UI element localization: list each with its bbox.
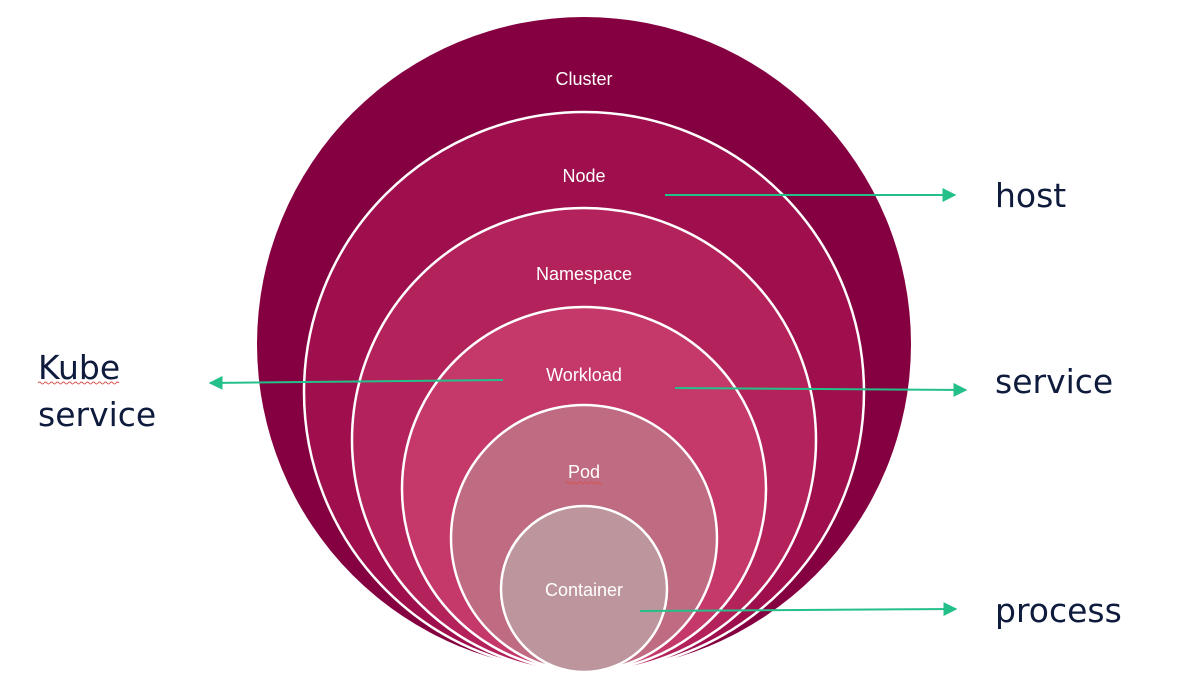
namespace-label: Namespace xyxy=(536,264,632,284)
workload-label: Workload xyxy=(546,365,622,385)
pod-spellcheck-underline xyxy=(565,481,603,485)
cluster-label: Cluster xyxy=(555,69,612,89)
host-label: host xyxy=(995,176,1066,215)
kube-spellcheck-underline xyxy=(37,381,120,385)
kube-service-label: service xyxy=(38,395,156,434)
service-label: service xyxy=(995,362,1113,401)
container-label: Container xyxy=(545,580,623,600)
pod-label: Pod xyxy=(568,462,600,482)
workload-to-service-arrow xyxy=(674,382,968,397)
process-label: process xyxy=(995,591,1122,630)
container-ring xyxy=(499,504,669,674)
container-to-process-arrow xyxy=(639,602,958,617)
workload-to-kube-service-arrow xyxy=(208,375,504,390)
kube-label: Kube xyxy=(38,348,120,387)
node-label: Node xyxy=(562,166,605,186)
